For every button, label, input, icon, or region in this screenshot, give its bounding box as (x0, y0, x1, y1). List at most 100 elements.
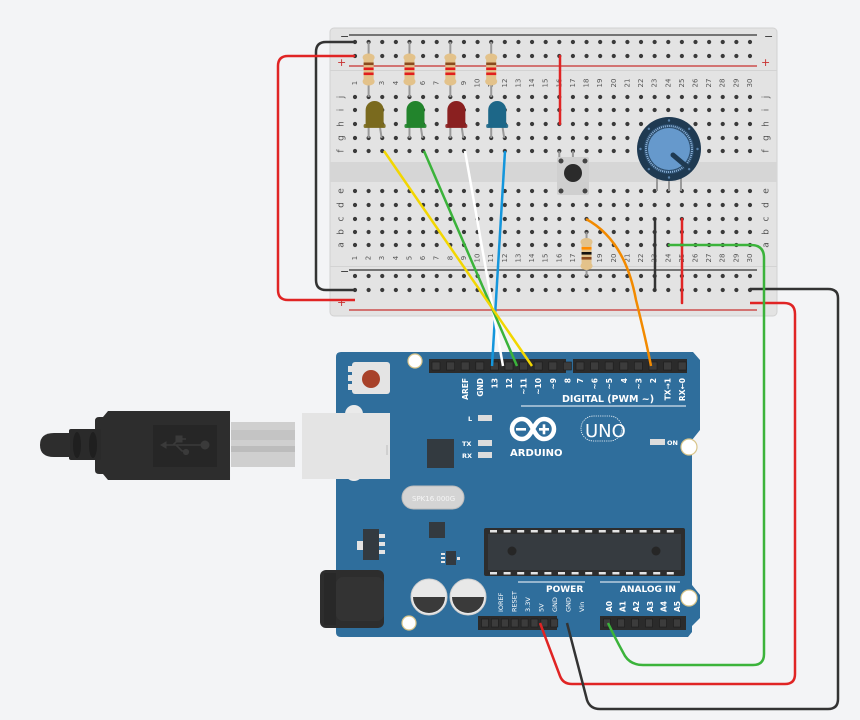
breadboard-hole[interactable] (638, 202, 644, 208)
breadboard-hole[interactable] (516, 242, 521, 248)
breadboard-hole[interactable] (734, 229, 739, 235)
header-pin[interactable] (617, 618, 625, 628)
breadboard-hole[interactable] (734, 202, 739, 208)
breadboard-hole[interactable] (693, 287, 698, 293)
breadboard-hole[interactable] (543, 229, 548, 235)
breadboard-hole[interactable] (611, 273, 616, 279)
breadboard-hole[interactable] (461, 287, 467, 293)
breadboard-hole[interactable] (475, 53, 480, 59)
red-led[interactable] (445, 101, 468, 139)
header-pin[interactable] (520, 618, 529, 628)
breadboard-hole[interactable] (543, 121, 548, 127)
breadboard-hole[interactable] (638, 287, 644, 293)
breadboard-hole[interactable] (502, 229, 507, 235)
breadboard-hole[interactable] (598, 188, 603, 194)
breadboard-hole[interactable] (434, 202, 439, 208)
breadboard-hole[interactable] (584, 94, 589, 100)
breadboard-hole[interactable] (570, 242, 576, 248)
breadboard-hole[interactable] (393, 39, 398, 45)
breadboard-hole[interactable] (489, 216, 494, 222)
breadboard-hole[interactable] (366, 216, 371, 222)
breadboard-hole[interactable] (638, 107, 644, 113)
blue-led[interactable] (486, 101, 509, 139)
breadboard-hole[interactable] (543, 94, 548, 100)
breadboard-hole[interactable] (747, 94, 753, 100)
breadboard-hole[interactable] (707, 202, 712, 208)
breadboard-hole[interactable] (352, 94, 358, 100)
breadboard-hole[interactable] (666, 287, 671, 293)
breadboard-hole[interactable] (529, 135, 535, 141)
breadboard-hole[interactable] (380, 273, 385, 279)
breadboard-hole[interactable] (625, 135, 630, 141)
breadboard-hole[interactable] (598, 94, 603, 100)
breadboard-hole[interactable] (434, 242, 439, 248)
breadboard-hole[interactable] (611, 216, 616, 222)
breadboard-hole[interactable] (393, 202, 398, 208)
breadboard-hole[interactable] (516, 216, 521, 222)
breadboard-hole[interactable] (366, 229, 371, 235)
breadboard-hole[interactable] (557, 135, 562, 141)
breadboard-hole[interactable] (707, 107, 712, 113)
green-led[interactable] (404, 101, 427, 139)
breadboard-hole[interactable] (693, 202, 698, 208)
breadboard-hole[interactable] (598, 53, 603, 59)
breadboard-hole[interactable] (720, 53, 725, 59)
breadboard-hole[interactable] (380, 39, 385, 45)
breadboard-hole[interactable] (584, 287, 589, 293)
header-pin[interactable] (648, 361, 658, 371)
header-pin[interactable] (631, 618, 639, 628)
breadboard-hole[interactable] (529, 273, 535, 279)
breadboard-hole[interactable] (516, 229, 521, 235)
breadboard-hole[interactable] (679, 94, 684, 100)
breadboard-hole[interactable] (625, 94, 630, 100)
breadboard-hole[interactable] (611, 53, 616, 59)
breadboard-hole[interactable] (734, 53, 739, 59)
breadboard-hole[interactable] (407, 287, 412, 293)
breadboard-hole[interactable] (352, 229, 358, 235)
breadboard-hole[interactable] (638, 242, 644, 248)
breadboard-hole[interactable] (625, 229, 630, 235)
breadboard-hole[interactable] (666, 94, 671, 100)
breadboard-hole[interactable] (380, 53, 385, 59)
breadboard-hole[interactable] (734, 94, 739, 100)
breadboard-hole[interactable] (502, 94, 507, 100)
breadboard-hole[interactable] (352, 273, 358, 279)
breadboard-hole[interactable] (720, 121, 725, 127)
breadboard-hole[interactable] (625, 148, 630, 154)
breadboard-hole[interactable] (461, 216, 467, 222)
breadboard-hole[interactable] (611, 39, 616, 45)
breadboard-hole[interactable] (625, 53, 630, 59)
breadboard-hole[interactable] (707, 53, 712, 59)
header-pin[interactable] (634, 361, 643, 371)
breadboard-hole[interactable] (516, 121, 521, 127)
breadboard-hole[interactable] (421, 53, 426, 59)
breadboard-hole[interactable] (366, 242, 371, 248)
breadboard-hole[interactable] (475, 107, 480, 113)
breadboard-hole[interactable] (666, 39, 671, 45)
breadboard-hole[interactable] (557, 202, 562, 208)
breadboard-hole[interactable] (707, 121, 712, 127)
breadboard-hole[interactable] (543, 107, 548, 113)
breadboard-hole[interactable] (584, 107, 589, 113)
breadboard-hole[interactable] (434, 287, 439, 293)
breadboard-hole[interactable] (380, 216, 385, 222)
breadboard-hole[interactable] (434, 148, 439, 154)
breadboard-hole[interactable] (625, 39, 630, 45)
breadboard-hole[interactable] (666, 202, 671, 208)
breadboard-hole[interactable] (434, 107, 439, 113)
breadboard-hole[interactable] (625, 188, 630, 194)
breadboard-hole[interactable] (543, 216, 548, 222)
breadboard-hole[interactable] (652, 53, 657, 59)
breadboard-hole[interactable] (421, 216, 426, 222)
breadboard-hole[interactable] (570, 216, 576, 222)
breadboard-hole[interactable] (543, 202, 548, 208)
breadboard-hole[interactable] (611, 148, 616, 154)
breadboard-hole[interactable] (707, 216, 712, 222)
breadboard-hole[interactable] (421, 94, 426, 100)
breadboard-hole[interactable] (598, 135, 603, 141)
breadboard-hole[interactable] (421, 229, 426, 235)
breadboard-hole[interactable] (434, 135, 439, 141)
header-pin[interactable] (491, 618, 499, 628)
breadboard-hole[interactable] (638, 229, 644, 235)
breadboard-hole[interactable] (720, 188, 725, 194)
